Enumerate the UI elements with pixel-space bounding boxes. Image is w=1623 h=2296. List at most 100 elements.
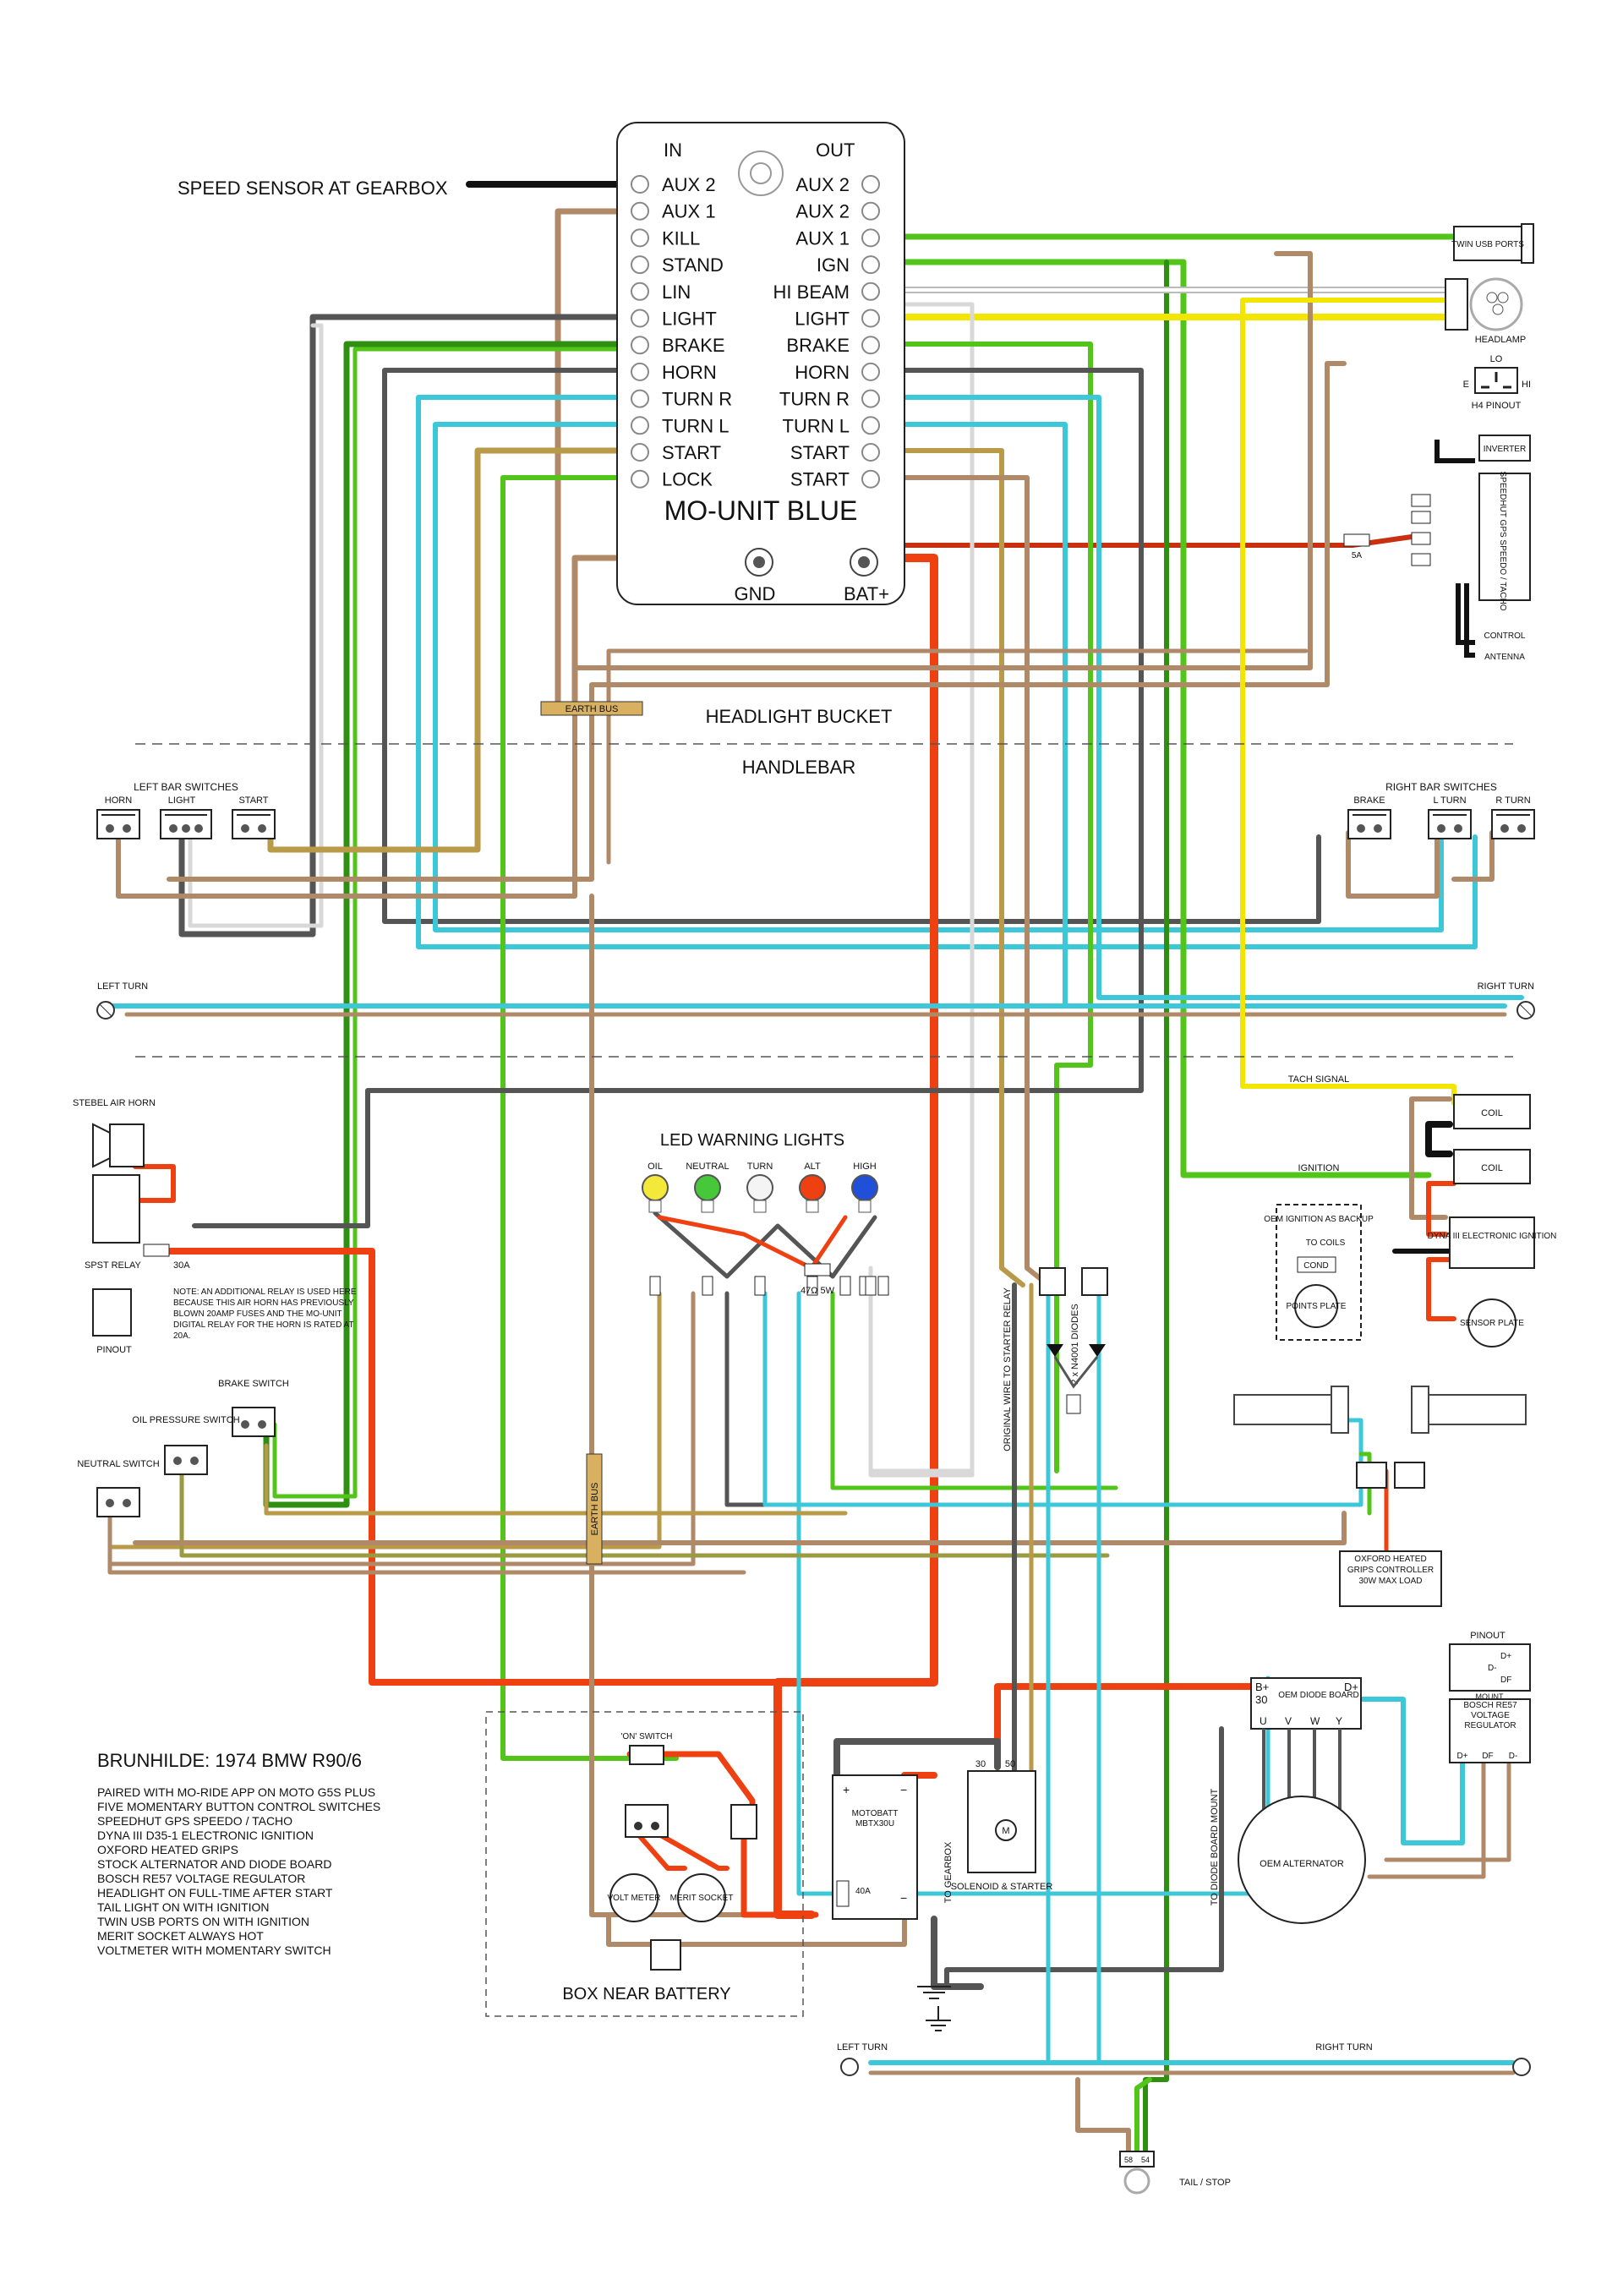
wire-led-neutral: [107, 1291, 696, 1566]
led-bulb-0: [642, 1174, 669, 1201]
mo-out-pin-7: [861, 362, 880, 381]
bosch-label: BOSCH RE57 VOLTAGE REGULATOR: [1463, 1701, 1517, 1730]
svg-text:−: −: [900, 1783, 907, 1796]
mo-in-pin-label-1: AUX 1: [662, 201, 716, 222]
left-bar-switches: LEFT BAR SWITCHES HORN LIGHT START: [96, 781, 276, 839]
wire-light-in: [178, 314, 642, 938]
lb-light-switch[interactable]: [160, 809, 212, 839]
relay-pinout-label: PINOUT: [96, 1345, 132, 1355]
mo-in-pin-label-6: BRAKE: [662, 335, 725, 356]
wire-bucket-brown-1: [116, 251, 1313, 899]
rb-lturn-switch[interactable]: [1428, 809, 1472, 839]
earth-bus-top-label: EARTH BUS: [566, 704, 619, 714]
wire-box-red-3: [657, 1832, 730, 1871]
led-extra-connector-0: [865, 1276, 877, 1296]
wire-neutral-sw: [107, 1511, 746, 1575]
pin-dplus: D+: [1500, 1652, 1511, 1661]
brake-switch: [232, 1407, 276, 1437]
rb-rturn-label: R TURN: [1495, 795, 1530, 806]
mo-in-pin-label-7: HORN: [662, 362, 717, 383]
mo-out-pin-11: [861, 469, 880, 489]
mo-out-pin-label-0: AUX 2: [795, 174, 850, 195]
mo-out-pin-6: [861, 336, 880, 355]
coil-1: [1453, 1094, 1531, 1129]
diode-block: [1039, 1267, 1108, 1414]
wire-reg-cyan: [1358, 1697, 1465, 1845]
led-bulb-4: [851, 1174, 878, 1201]
rb-rturn-switch[interactable]: [1491, 809, 1535, 839]
diode-dplus: D+: [1344, 1681, 1358, 1693]
led-base-3: [806, 1200, 819, 1213]
diode-w: W: [1310, 1715, 1320, 1727]
wire-tail-green: [1134, 2077, 1152, 2154]
svg-text:−: −: [900, 1891, 907, 1905]
wire-bucket-brown-3: [606, 648, 1309, 865]
battery-box: 'ON' SWITCH VOLT METER MERIT SOCKET BOX …: [485, 1711, 804, 2017]
mo-in-pin-9: [631, 416, 649, 435]
on-switch-label: 'ON' SWITCH: [620, 1732, 672, 1741]
ignition-section: TACH SIGNAL COIL COIL IGNITION DYNA III …: [1264, 1074, 1556, 1348]
oxford-box: [1339, 1550, 1442, 1607]
wire-brake-sw: [264, 1443, 848, 1516]
lb-horn-switch[interactable]: [96, 809, 140, 839]
svg-text:M: M: [1002, 1826, 1009, 1836]
pin-df: DF: [1500, 1676, 1511, 1685]
tail-58: 58: [1124, 2156, 1133, 2164]
led-bulb-3: [799, 1174, 826, 1201]
mo-in-pin-2: [631, 228, 649, 248]
wire-ign-down: [1143, 260, 1169, 2154]
wire-box-red-2: [636, 1832, 687, 1871]
wire-led-alt: [796, 1291, 1271, 1896]
mo-in-pin-3: [631, 255, 649, 275]
tail-stop-label: TAIL / STOP: [1179, 2178, 1231, 2188]
rb-lturn-label: L TURN: [1433, 795, 1466, 806]
h4-lo: LO: [1490, 354, 1503, 364]
orig-starter-label: ORIGINAL WIRE TO STARTER RELAY: [1003, 1287, 1013, 1451]
box-battery-label: BOX NEAR BATTERY: [562, 1985, 730, 2004]
oxford-label: OXFORD HEATED GRIPS CONTROLLER 30W MAX L…: [1347, 1555, 1434, 1586]
mo-out-pin-4: [861, 282, 880, 301]
solenoid: 30 50 M SOLENOID & STARTER: [951, 1759, 1053, 1892]
wire-start-in: [267, 447, 642, 853]
oil-switch-label: OIL PRESSURE SWITCH: [132, 1415, 239, 1425]
lb-start-switch[interactable]: [232, 809, 276, 839]
oem-diode-board: [1250, 1677, 1362, 1730]
wire-box-brown: [606, 1900, 907, 1947]
wire-brake-out: [864, 342, 1093, 1473]
mo-out-pin-label-10: START: [790, 442, 850, 463]
wire-diode-mount: [944, 1726, 1224, 1989]
mo-in-pin-label-3: STAND: [662, 254, 724, 276]
diode-y: Y: [1336, 1715, 1342, 1727]
rb-brake-switch[interactable]: [1347, 809, 1391, 839]
air-horn: [109, 1123, 145, 1167]
mo-in-pin-label-11: LOCK: [662, 469, 713, 490]
dyna-box: [1449, 1216, 1535, 1269]
diode-u: U: [1260, 1715, 1267, 1727]
diodes-label: 2 x N4001 DIODES: [1070, 1304, 1080, 1384]
tail-stop-light: 58 54 TAIL / STOP: [1119, 2151, 1231, 2195]
wire-battery-gray: [833, 1738, 1001, 1783]
ground-icons: [926, 2006, 951, 2031]
mo-out-pin-label-9: TURN L: [783, 415, 850, 436]
right-bar-title: RIGHT BAR SWITCHES: [1385, 781, 1497, 793]
h4-hi: HI: [1522, 380, 1531, 390]
lb-horn-label: HORN: [105, 795, 132, 806]
mo-in-pin-11: [631, 469, 649, 489]
led-extra-connector-2: [877, 1276, 889, 1296]
to-gearbox-label: TO GEARBOX: [943, 1841, 954, 1903]
mo-in-pin-10: [631, 443, 649, 462]
left-bar-title: LEFT BAR SWITCHES: [134, 781, 238, 793]
neutral-switch-label: NEUTRAL SWITCH: [77, 1459, 159, 1469]
front-left-bulb-icon: [96, 1001, 115, 1020]
note-line-4: OXFORD HEATED GRIPS: [97, 1843, 238, 1856]
earth-bus-top: [540, 701, 643, 716]
mo-out-pin-9: [861, 416, 880, 435]
resistor-label: 47Ω 5W: [801, 1286, 835, 1296]
wire-rbar-brown-2: [1451, 830, 1495, 882]
note-line-0: PAIRED WITH MO-RIDE APP ON MOTO G5S PLUS: [97, 1785, 375, 1799]
mo-out-pin-label-1: AUX 2: [795, 201, 850, 222]
mo-out-pin-label-3: IGN: [817, 254, 850, 276]
wire-reg-brown: [1367, 1760, 1486, 1879]
